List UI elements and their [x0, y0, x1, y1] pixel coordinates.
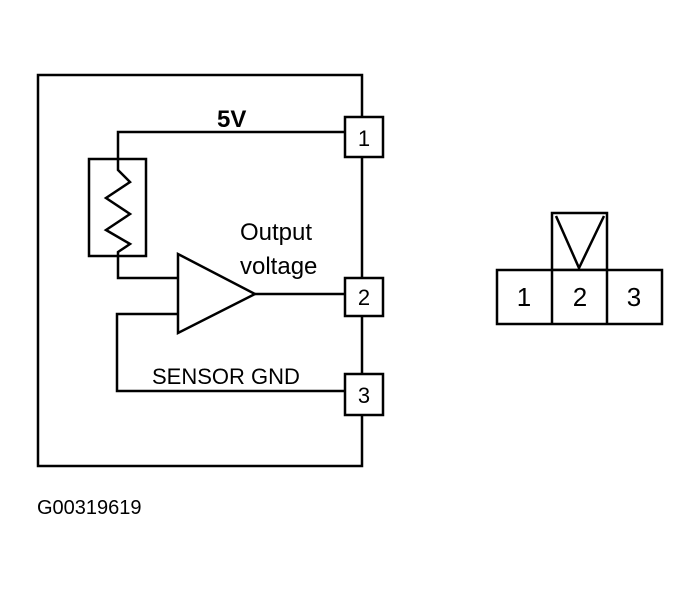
supply-label: 5V: [217, 106, 246, 133]
latch-arrow-icon: [554, 215, 606, 271]
circuit-wires: [115, 130, 345, 393]
svg-text:3: 3: [358, 383, 370, 408]
svg-text:2: 2: [358, 285, 370, 310]
sensor-pin-1: 1: [343, 115, 385, 159]
connector-pin-2: 2: [573, 282, 587, 312]
supply-wire: [116, 130, 345, 159]
resistor-output-wire: [116, 256, 180, 280]
connector-latch: [550, 211, 609, 272]
output-label-line2: voltage: [240, 253, 317, 280]
connector-pin-1: 1: [517, 282, 531, 312]
thermistor-icon: [87, 157, 148, 258]
ground-label: SENSOR GND: [152, 364, 300, 389]
svg-text:1: 1: [358, 126, 370, 151]
sensor-pin-2: 2: [343, 276, 385, 318]
connector-face: 1 2 3: [495, 211, 664, 326]
figure-id: G00319619: [37, 497, 142, 519]
sensor-pin-3: 3: [343, 372, 385, 417]
connector-pin-3: 3: [627, 282, 641, 312]
ground-wire: [115, 312, 345, 393]
amplifier-icon: [176, 251, 258, 336]
output-label-line1: Output: [240, 219, 312, 246]
sensor-housing: [36, 73, 364, 468]
